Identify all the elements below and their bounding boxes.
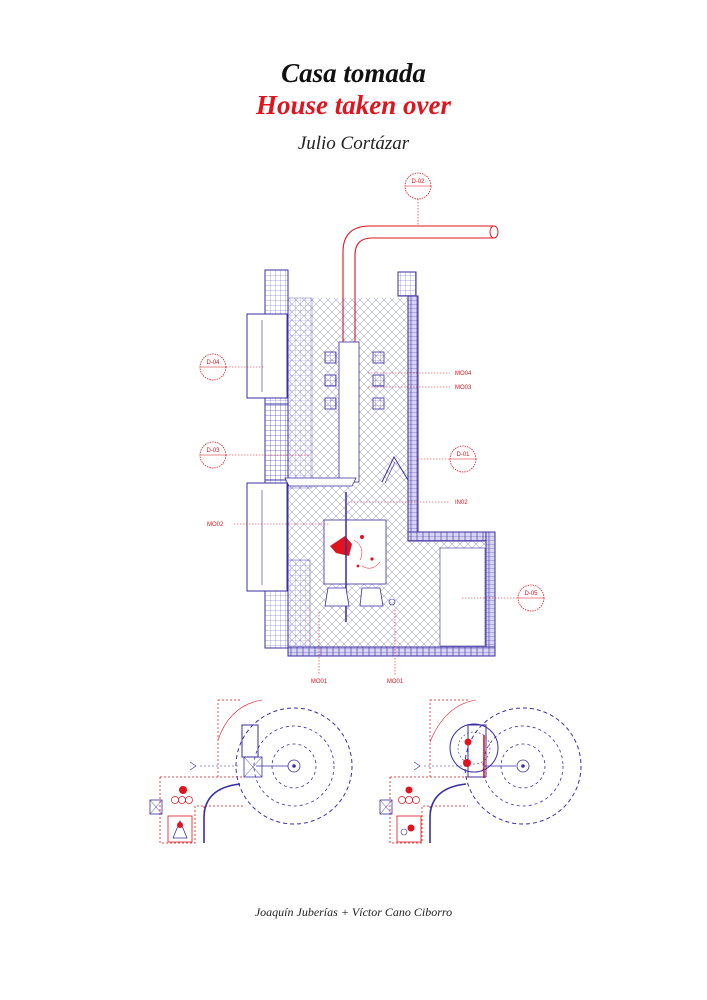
title-spanish: Casa tomada [281,58,426,88]
window-bay-bottom [246,482,288,592]
svg-text:D-01: D-01 [456,452,470,458]
bed [323,519,387,585]
svg-text:D-03: D-03 [206,448,220,454]
callout-mo04: MO04 [368,371,472,377]
title-english: House taken over [256,90,451,120]
annex-room [439,547,486,647]
svg-text:D-05: D-05 [524,591,538,597]
callout-d03: D-03 [199,441,310,469]
callout-d02: D-02 [404,172,432,226]
plan-callouts: D-02 D-04 D-03 D-01 D-05 [199,172,545,685]
circulation-diagram-left [149,699,353,844]
dining-table [338,341,360,483]
window-bay-top [246,313,288,399]
bottom-wall [287,646,496,657]
callout-mo03: MO03 [368,385,472,391]
callout-d05: D-05 [462,584,545,612]
callout-mo02: MO02 [207,522,330,528]
callout-mo01a: MO01 [311,612,328,685]
floor-plan [246,225,499,657]
authors-credit: Joaquín Juberías + Víctor Cano Ciborro [254,905,453,919]
callout-mo01b: MO01 [387,610,404,685]
callout-in02: IN02 [348,500,468,506]
svg-text:IN02: IN02 [455,500,468,506]
svg-text:MO04: MO04 [455,371,472,377]
svg-text:D-04: D-04 [206,360,220,366]
svg-text:MO01: MO01 [311,679,328,685]
author-name: Julio Cortázar [297,133,410,154]
callout-d04: D-04 [199,353,265,381]
svg-text:MO01: MO01 [387,679,404,685]
circulation-diagram-right [379,699,582,844]
svg-text:D-02: D-02 [411,179,425,185]
svg-text:MO03: MO03 [455,385,472,391]
callout-d01: D-01 [418,445,477,473]
dining-chairs [324,351,385,410]
svg-text:MO02: MO02 [207,522,224,528]
right-wall [407,295,419,537]
